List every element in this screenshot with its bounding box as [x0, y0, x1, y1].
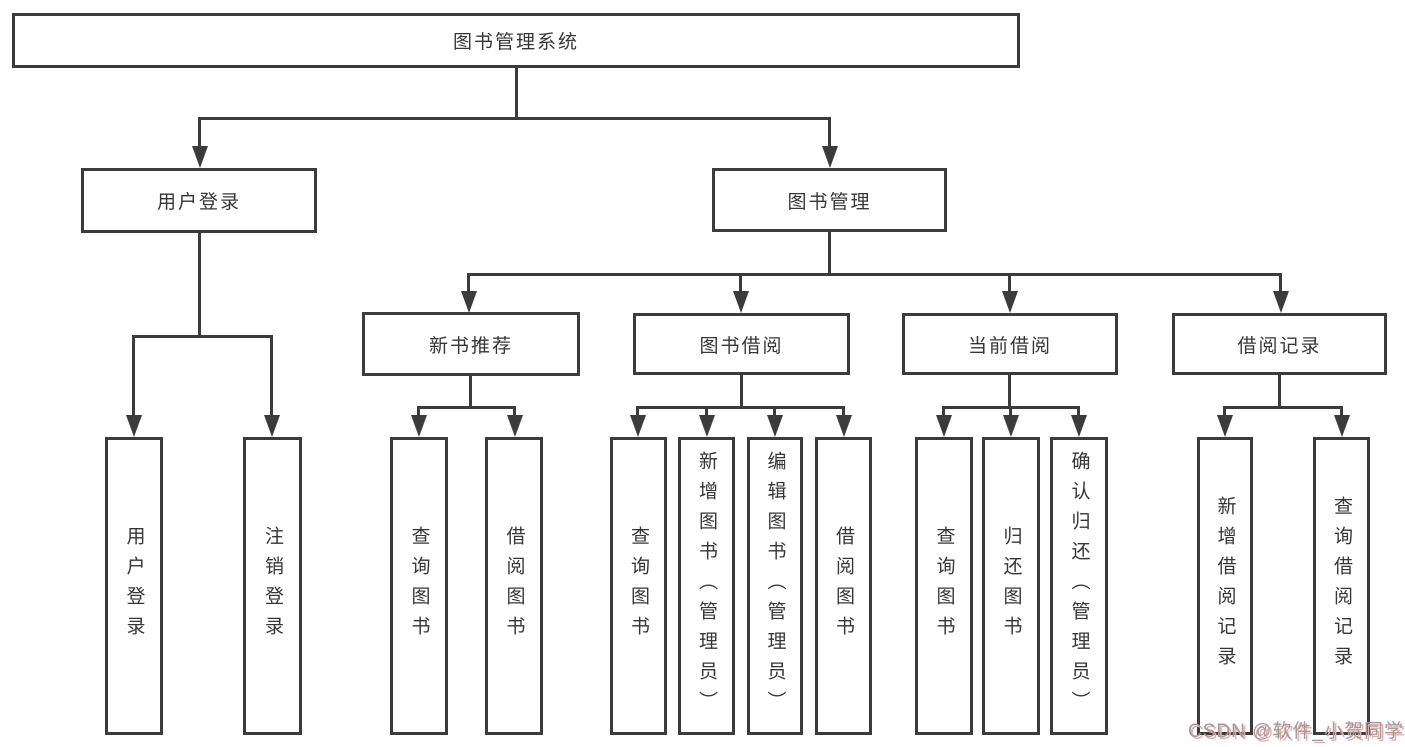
connector-line [636, 406, 845, 409]
connector-line [705, 406, 708, 418]
connector-line [1008, 273, 1011, 293]
leaf-current-confirm-return-admin-label: 确认归还（管理员） [1068, 451, 1090, 721]
connector-line [1340, 406, 1343, 418]
node-book-borrowing-label: 图书借阅 [699, 335, 784, 357]
connector-line [1223, 406, 1343, 409]
connector-line [469, 376, 472, 409]
node-root: 图书管理系统 [12, 13, 1020, 68]
arrowhead-icon [1273, 291, 1289, 313]
connector-line [515, 68, 518, 118]
leaf-current-query-books-label: 查询图书 [933, 526, 955, 646]
connector-line [417, 406, 516, 409]
leaf-records-add-record: 新增借阅记录 [1197, 437, 1253, 735]
leaf-borrow-borrow-books: 借阅图书 [815, 437, 872, 735]
node-user-login: 用户登录 [81, 168, 317, 233]
connector-line [740, 375, 743, 409]
leaf-user-login-label: 用户登录 [123, 526, 145, 646]
leaf-newbook-query-books-label: 查询图书 [408, 526, 430, 646]
leaf-newbook-query-books: 查询图书 [390, 437, 448, 735]
connector-line [1223, 406, 1226, 418]
connector-line [1279, 273, 1282, 293]
arrowhead-icon [1003, 415, 1019, 437]
node-new-book-recommend: 新书推荐 [362, 312, 580, 376]
connector-line [636, 406, 639, 418]
connector-line [270, 335, 273, 418]
arrowhead-icon [936, 415, 952, 437]
leaf-borrow-query-books-label: 查询图书 [628, 526, 649, 646]
arrowhead-icon [1334, 415, 1350, 437]
leaf-borrow-add-books-admin: 新增图书（管理员） [678, 437, 735, 735]
leaf-borrow-edit-books-admin: 编辑图书（管理员） [747, 437, 803, 735]
connector-line [467, 273, 470, 293]
connector-line [828, 117, 831, 150]
connector-line [942, 406, 945, 418]
node-current-borrowing-label: 当前借阅 [967, 335, 1052, 357]
leaf-borrow-query-books: 查询图书 [610, 437, 667, 735]
csdn-watermark: CSDN @软件_小贺同学 [1188, 721, 1404, 742]
connector-line [417, 406, 420, 418]
node-root-label: 图书管理系统 [452, 32, 579, 53]
connector-line [1278, 375, 1281, 409]
connector-line [132, 335, 135, 418]
leaf-borrow-edit-books-admin-label: 编辑图书（管理员） [764, 451, 786, 721]
arrowhead-icon [699, 415, 715, 437]
leaf-logout-label: 注销登录 [262, 526, 283, 646]
arrowhead-icon [836, 415, 852, 437]
arrowhead-icon [1217, 415, 1233, 437]
leaf-current-query-books: 查询图书 [915, 437, 973, 735]
arrowhead-icon [126, 415, 142, 437]
leaf-current-return-books-label: 归还图书 [1000, 526, 1022, 646]
arrowhead-icon [630, 415, 646, 437]
arrowhead-icon [461, 291, 477, 313]
leaf-records-add-record-label: 新增借阅记录 [1214, 496, 1236, 676]
leaf-records-query-record: 查询借阅记录 [1313, 437, 1370, 735]
leaf-borrow-add-books-admin-label: 新增图书（管理员） [696, 451, 717, 721]
leaf-borrow-borrow-books-label: 借阅图书 [833, 526, 854, 646]
arrowhead-icon [264, 415, 280, 437]
leaf-user-login: 用户登录 [105, 437, 163, 735]
arrowhead-icon [767, 415, 783, 437]
leaf-newbook-borrow-books-label: 借阅图书 [503, 526, 525, 646]
arrowhead-icon [192, 146, 208, 168]
arrowhead-icon [1002, 291, 1018, 313]
arrowhead-icon [411, 415, 427, 437]
node-new-book-recommend-label: 新书推荐 [428, 335, 513, 357]
connector-line [1077, 406, 1080, 418]
arrowhead-icon [733, 291, 749, 313]
leaf-current-confirm-return-admin: 确认归还（管理员） [1050, 437, 1108, 735]
connector-line [828, 232, 831, 275]
leaf-current-return-books: 归还图书 [982, 437, 1040, 735]
connector-line [773, 406, 776, 418]
node-book-borrowing: 图书借阅 [633, 313, 850, 375]
node-borrowing-records-label: 借阅记录 [1237, 335, 1322, 357]
leaf-logout: 注销登录 [243, 437, 302, 735]
connector-line [132, 335, 273, 338]
connector-line [198, 117, 201, 150]
node-user-login-label: 用户登录 [156, 192, 241, 213]
node-book-management: 图书管理 [712, 168, 947, 232]
arrowhead-icon [822, 146, 838, 168]
connector-line [513, 406, 516, 418]
connector-line [842, 406, 845, 418]
arrowhead-icon [1071, 415, 1087, 437]
connector-line [739, 273, 742, 293]
connector-line [467, 273, 1282, 276]
connector-line [198, 117, 831, 120]
leaf-records-query-record-label: 查询借阅记录 [1331, 496, 1352, 676]
connector-line [198, 233, 201, 338]
node-book-management-label: 图书管理 [787, 191, 872, 213]
arrowhead-icon [507, 415, 523, 437]
leaf-newbook-borrow-books: 借阅图书 [485, 437, 543, 735]
node-current-borrowing: 当前借阅 [902, 313, 1118, 375]
connector-line [1009, 406, 1012, 418]
connector-line [1008, 375, 1011, 409]
node-borrowing-records: 借阅记录 [1172, 313, 1387, 375]
